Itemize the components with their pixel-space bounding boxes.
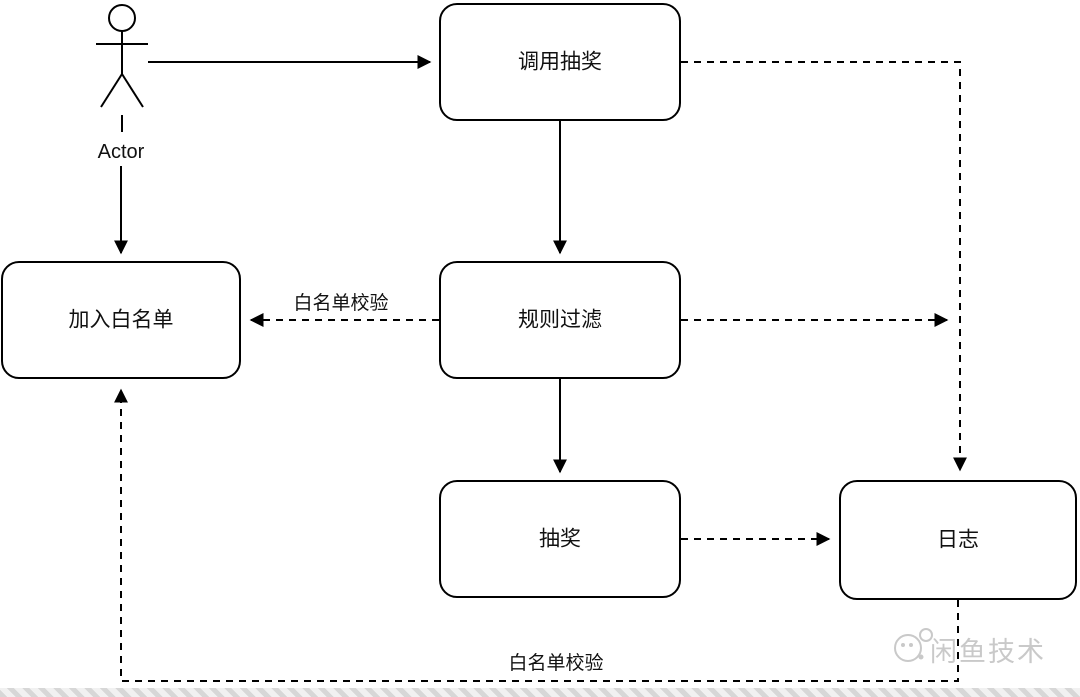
node-log-box: [839, 480, 1077, 600]
actor-head: [108, 4, 136, 32]
node-lottery-box: [439, 480, 681, 598]
bottom-stripe-bar: [0, 688, 1080, 697]
actor-figure: [96, 4, 148, 132]
node-join-whitelist-label: 加入白名单: [69, 309, 174, 332]
edge-label-whitelist-check-bottom: 白名单校验: [508, 652, 603, 674]
node-call-lottery: 调用抽奖: [439, 3, 681, 121]
node-join-whitelist: 加入白名单: [1, 261, 241, 379]
actor-leg-right: [121, 73, 144, 108]
xianyu-logo-icon: [894, 628, 933, 662]
node-log: 日志: [839, 480, 1077, 600]
node-log-label: 日志: [937, 529, 979, 552]
node-call-lottery-label: 调用抽奖: [518, 51, 602, 74]
node-lottery-label: 抽奖: [539, 528, 581, 551]
node-rule-filter-box: [439, 261, 681, 379]
actor-leg-left: [100, 73, 123, 108]
actor-label: Actor: [98, 141, 145, 163]
edge-label-whitelist-check-mid: 白名单校验: [293, 292, 388, 314]
edge-log-to-join-whitelist: [114, 388, 959, 682]
node-join-whitelist-box: [1, 261, 241, 379]
node-lottery: 抽奖: [439, 480, 681, 598]
node-call-lottery-box: [439, 3, 681, 121]
watermark-text: 闲鱼技术: [930, 637, 1046, 667]
edge-call-lottery-to-log: [681, 61, 967, 472]
node-rule-filter: 规则过滤: [439, 261, 681, 379]
watermark: 闲鱼技术: [894, 628, 1046, 667]
node-rule-filter-label: 规则过滤: [518, 309, 602, 332]
